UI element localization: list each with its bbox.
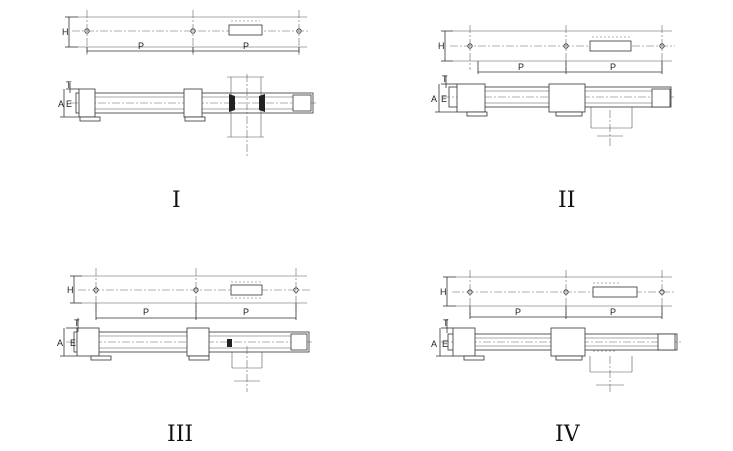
dim-label-t: T <box>74 318 80 328</box>
top-view <box>72 10 310 55</box>
panel-numeral-II: II <box>558 188 575 213</box>
dim-label-h: H <box>440 287 447 297</box>
dim-label-t: T <box>66 80 72 90</box>
side-view <box>66 327 314 392</box>
dim-label-h: H <box>67 285 74 295</box>
panel-II: H P P <box>431 25 676 213</box>
dim-label-p2: P <box>610 307 616 317</box>
dim-label-p1: P <box>518 62 524 72</box>
dim-H: H <box>440 276 456 307</box>
dim-label-p2: P <box>243 41 249 51</box>
panel-numeral-I: I <box>172 188 181 213</box>
dim-T-A-E: T A E <box>57 318 80 357</box>
side-view <box>442 83 676 146</box>
dim-P: P P <box>95 303 297 320</box>
panel-III: H P P <box>57 268 314 447</box>
dim-T-A-E: T A E <box>431 74 457 113</box>
panel-I: H P P <box>58 10 318 213</box>
dim-P: P P <box>477 61 663 74</box>
dim-label-p1: P <box>138 41 144 51</box>
dim-label-a: A <box>58 99 64 109</box>
dim-T-A-E: T A E <box>431 318 453 357</box>
panel-numeral-III: III <box>167 422 193 447</box>
dim-T-A-E: T A E <box>58 80 79 118</box>
dim-label-p1: P <box>515 307 521 317</box>
dim-label-p2: P <box>243 307 249 317</box>
dim-label-a: A <box>431 339 437 349</box>
dim-H: H <box>62 16 78 48</box>
dim-label-h: H <box>62 27 69 37</box>
dim-label-t: T <box>443 318 449 328</box>
dim-label-t: T <box>442 74 448 84</box>
dim-label-e: E <box>66 99 72 109</box>
side-view <box>70 74 318 157</box>
dim-P: P P <box>86 41 300 53</box>
dim-H: H <box>67 275 82 304</box>
dim-label-a: A <box>431 94 437 104</box>
dim-label-e: E <box>442 339 448 349</box>
panel-IV: H P P <box>431 270 681 447</box>
top-view <box>452 270 676 315</box>
dim-label-a: A <box>57 338 63 348</box>
dim-label-p2: P <box>610 62 616 72</box>
dim-H: H <box>438 30 453 62</box>
dim-label-e: E <box>441 94 447 104</box>
top-view <box>78 268 310 312</box>
panel-numeral-IV: IV <box>555 422 581 447</box>
dim-P: P P <box>469 306 663 319</box>
dim-label-p1: P <box>143 307 149 317</box>
dim-label-e: E <box>70 338 76 348</box>
dim-label-h: H <box>438 41 445 51</box>
side-view <box>441 327 681 393</box>
top-view <box>450 25 675 70</box>
